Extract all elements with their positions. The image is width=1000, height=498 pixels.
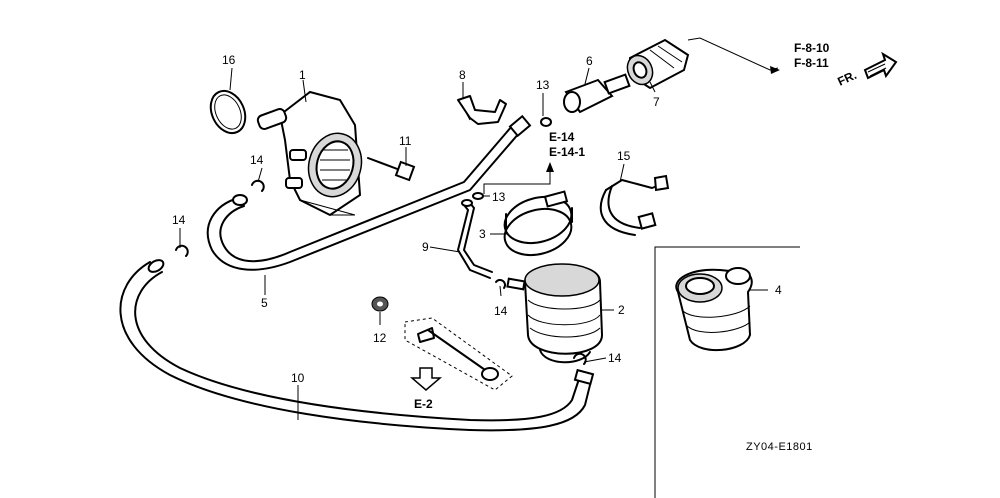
clamp-8 [457,95,507,125]
front-arrow-icon [863,51,898,80]
fastener-group [404,317,513,391]
bolt-11 [367,157,416,182]
callout-2: 2 [618,303,625,317]
callout-14-filter-in: 14 [494,304,508,318]
callout-4: 4 [775,283,782,297]
hose-10 [119,259,595,432]
callout-14-hose: 14 [172,213,186,227]
callout-7: 7 [653,95,660,109]
front-label: FR. [835,68,858,89]
callout-5: 5 [261,296,268,310]
o-ring-16 [209,89,247,135]
callout-1: 1 [299,68,306,82]
fuel-pump-1 [256,90,363,217]
fuel-filter-2 [506,263,604,364]
callout-15: 15 [617,149,631,163]
callout-14-pump: 14 [250,153,264,167]
boot-4 [675,267,753,352]
washer-12 [371,296,389,312]
down-arrow-icon [409,367,443,391]
callout-9: 9 [422,240,429,254]
clamp-15 [599,174,670,236]
hose-5 [206,114,532,271]
callout-10: 10 [291,371,305,385]
inset-frame [654,246,800,498]
ref-f-8-11: F-8-11 [794,56,829,70]
callout-3: 3 [479,227,486,241]
ref-e-2: E-2 [414,397,433,411]
diagram-code: ZY04-E1801 [746,441,813,453]
callout-14-filter-out: 14 [608,351,622,365]
clip-14-a [251,179,265,192]
callout-16: 16 [222,53,236,67]
callout-12: 12 [373,331,387,345]
callout-13-top: 13 [536,78,550,92]
clip-13-b [472,192,484,200]
clip-14-c [495,279,506,289]
callout-11: 11 [399,134,412,148]
ref-f-8-10: F-8-10 [794,41,830,55]
ref-e-14: E-14 [549,130,575,144]
tube-9 [457,199,493,279]
fitting-6 [563,73,631,114]
callout-6: 6 [586,54,593,68]
connector-7 [626,38,690,90]
callout-13-mid: 13 [492,190,506,204]
callout-8: 8 [459,68,466,82]
clip-14-b [175,244,189,257]
ref-e-14-1: E-14-1 [549,145,585,159]
clip-13-a [540,117,552,127]
band-3 [503,190,573,257]
